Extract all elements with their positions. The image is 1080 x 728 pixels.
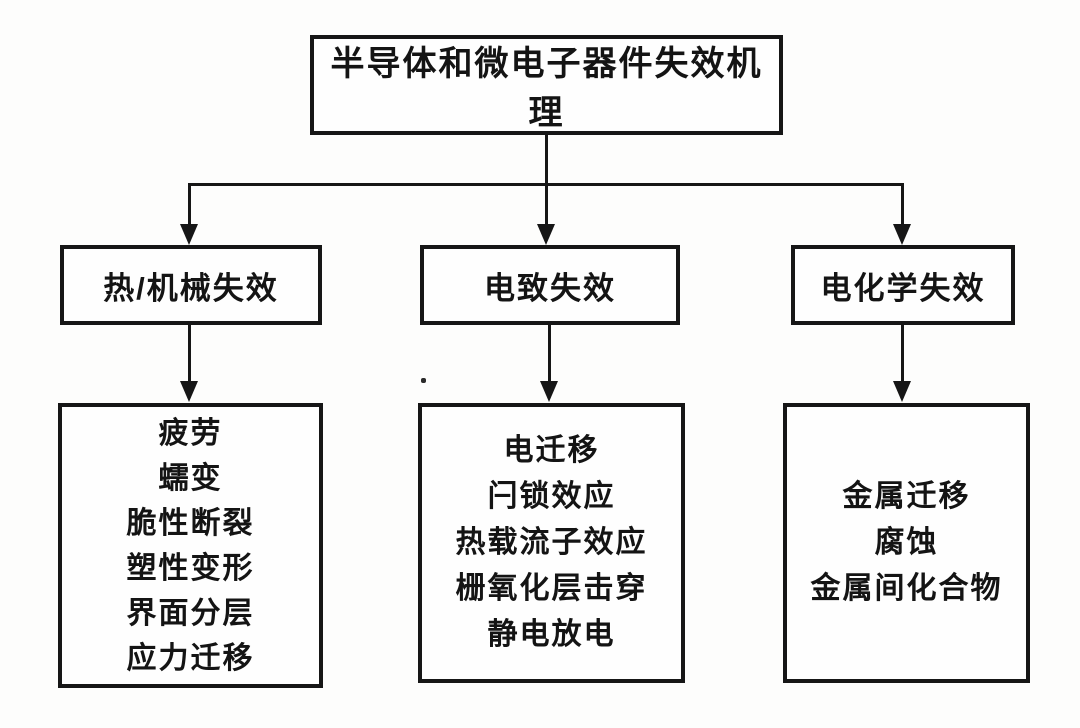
- arrow-down-icon: [180, 224, 198, 245]
- branch-label: 电化学失效: [820, 270, 986, 306]
- arrow-down-icon: [893, 224, 911, 245]
- connector-left-drop: [188, 183, 191, 227]
- root-box: 半导体和微电子器件失效机理: [310, 35, 783, 135]
- connector-left-branch-leaf: [188, 325, 191, 383]
- arrow-down-icon: [180, 381, 198, 402]
- connector-center-branch-leaf: [548, 325, 551, 383]
- leaf-item: 应力迁移: [126, 641, 255, 675]
- leaf-item: 栅氧化层击穿: [455, 572, 648, 605]
- leaf-item: 塑性变形: [126, 551, 255, 585]
- leaf-item: 腐蚀: [874, 526, 939, 559]
- leaf-box-electrical-items: 电迁移 闩锁效应 热载流子效应 栅氧化层击穿 静电放电: [418, 403, 685, 683]
- leaf-box-electrochemical-items: 金属迁移 腐蚀 金属间化合物: [783, 403, 1030, 683]
- leaf-item: 热载流子效应: [455, 526, 648, 559]
- branch-box-thermal-mechanical: 热/机械失效: [60, 245, 322, 325]
- leaf-item: 疲劳: [158, 416, 223, 450]
- arrow-down-icon: [893, 381, 911, 402]
- arrow-down-icon: [537, 224, 555, 245]
- leaf-item: 电迁移: [503, 434, 600, 467]
- leaf-item: 蠕变: [158, 461, 223, 495]
- branch-box-electrical: 电致失效: [420, 245, 680, 325]
- leaf-item: 脆性断裂: [126, 506, 255, 540]
- connector-right-drop: [901, 183, 904, 227]
- leaf-item: 界面分层: [126, 596, 255, 630]
- leaf-item: 闩锁效应: [487, 480, 616, 513]
- connector-right-branch-leaf: [901, 325, 904, 383]
- branch-label: 电致失效: [484, 270, 616, 306]
- root-box-label: 半导体和微电子器件失效机理: [330, 45, 763, 132]
- arrow-down-icon: [540, 381, 558, 402]
- leaf-item: 金属迁移: [842, 480, 971, 513]
- leaf-item: 静电放电: [487, 618, 616, 651]
- ink-dot-artifact: [421, 378, 426, 383]
- leaf-item: 金属间化合物: [810, 572, 1003, 605]
- leaf-box-thermal-mechanical-items: 疲劳 蠕变 脆性断裂 塑性变形 界面分层 应力迁移: [58, 403, 323, 688]
- branch-box-electrochemical: 电化学失效: [791, 245, 1015, 325]
- branch-label: 热/机械失效: [103, 270, 279, 306]
- connector-root-stem: [545, 135, 548, 227]
- connector-distribution-bar: [188, 183, 904, 186]
